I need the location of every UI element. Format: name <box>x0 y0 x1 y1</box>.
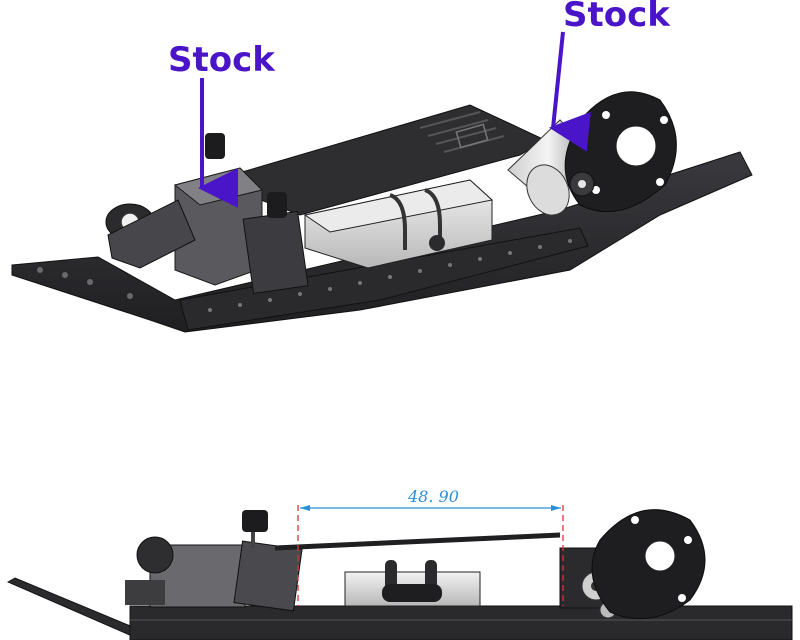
front-plate-holes <box>37 267 133 299</box>
front-bumper-ramp <box>6 577 142 637</box>
side-battery-pack <box>344 560 481 607</box>
stock-callout-arrow-motor <box>549 31 591 152</box>
battery-pack <box>303 179 494 269</box>
stock-callout-label-servo: Stock <box>168 40 276 80</box>
upper-deck-rod <box>274 532 561 551</box>
dimension-value: 48. 90 <box>407 487 459 506</box>
rail-holes <box>208 239 572 312</box>
side-motor-mount <box>559 509 706 620</box>
stock-callout-label-motor: Stock <box>563 0 671 35</box>
side-servo-assembly <box>125 510 303 612</box>
chassis-side-rail <box>179 227 589 331</box>
steering-knuckle <box>105 199 196 269</box>
isometric-view: Stock Stock <box>11 0 753 333</box>
side-bottom-plate <box>129 605 793 640</box>
side-view: 48. 90 <box>6 487 793 640</box>
motor-mount-plate <box>564 91 677 213</box>
wheelbase-dimension: 48. 90 <box>297 487 564 606</box>
servo-assembly <box>173 133 309 294</box>
